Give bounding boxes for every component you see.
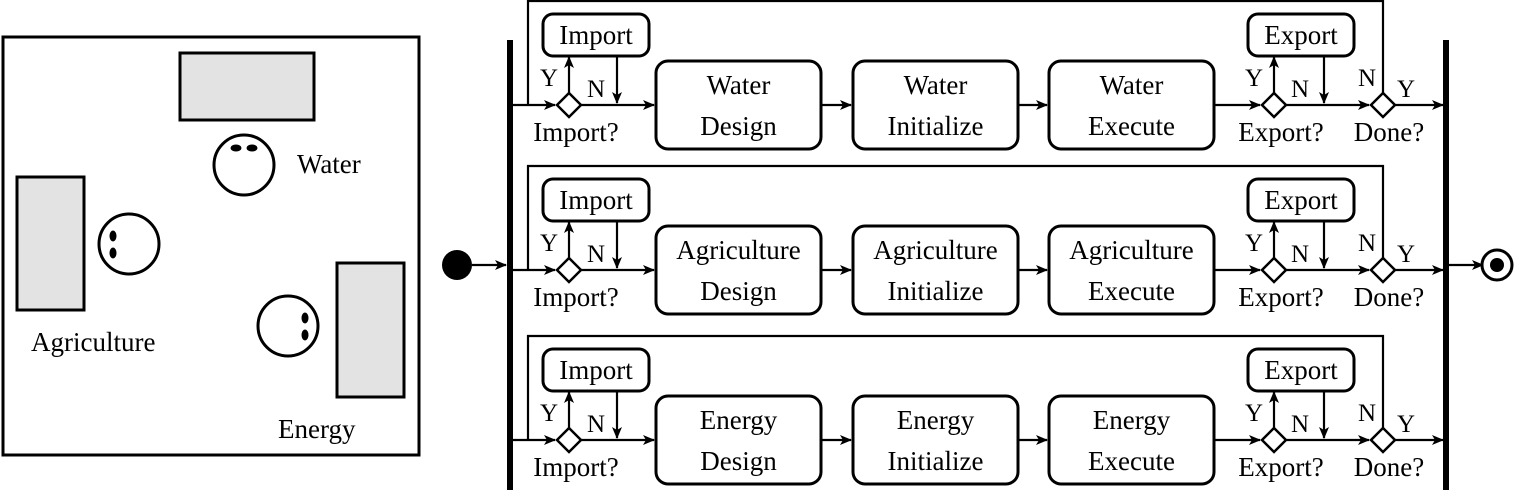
export-action-box <box>1246 347 1356 393</box>
initialize-step-label-line2: Initialize <box>888 276 984 306</box>
import-decision-diamond <box>555 91 583 119</box>
import-yes-label: Y <box>540 65 558 92</box>
design-step-label-line1: Agriculture <box>676 235 800 265</box>
loop-back-edge <box>526 334 1385 440</box>
export-action-label: Export <box>1264 355 1338 385</box>
initialize-step-label-line1: Energy <box>897 405 975 435</box>
design-step-label-line1: Energy <box>700 405 778 435</box>
water-label: Water <box>297 149 361 179</box>
done-no-label: N <box>1358 65 1376 92</box>
import-action-box <box>541 347 651 393</box>
agriculture-seat <box>97 212 161 276</box>
export-question-label: Export? <box>1238 117 1323 147</box>
design-step-label-line2: Design <box>700 446 777 476</box>
export-yes-label: Y <box>1245 400 1263 427</box>
execute-step-label-line1: Agriculture <box>1069 235 1193 265</box>
import-action-box <box>541 177 651 223</box>
execute-step-label-line2: Execute <box>1088 276 1175 306</box>
done-yes-label: Y <box>1397 241 1415 268</box>
export-no-label: N <box>1291 411 1309 438</box>
export-no-label: N <box>1291 76 1309 103</box>
done-yes-label: Y <box>1397 76 1415 103</box>
done-no-label: N <box>1358 230 1376 257</box>
import-no-label: N <box>587 76 605 103</box>
done-question-label: Done? <box>1354 452 1424 482</box>
export-yes-label: Y <box>1245 230 1263 257</box>
done-no-label: N <box>1358 400 1376 427</box>
agriculture-label: Agriculture <box>31 327 155 357</box>
initialize-step-label-line2: Initialize <box>888 111 984 141</box>
execute-step-label-line2: Execute <box>1088 446 1175 476</box>
room-layout: Water Agriculture Energy <box>1 35 421 457</box>
design-step-label-line1: Water <box>707 70 771 100</box>
design-step-label-line2: Design <box>700 276 777 306</box>
done-decision-diamond <box>1369 91 1397 119</box>
done-yes-label: Y <box>1397 411 1415 438</box>
water-table <box>178 51 316 122</box>
import-question-label: Import? <box>533 452 618 482</box>
energy-label: Energy <box>278 414 356 444</box>
export-action-label: Export <box>1264 20 1338 50</box>
design-step-label-line2: Design <box>700 111 777 141</box>
import-action-label: Import <box>559 355 633 385</box>
initialize-step-label-line1: Agriculture <box>873 235 997 265</box>
loop-back-edge <box>526 0 1385 105</box>
import-action-label: Import <box>559 185 633 215</box>
import-decision-diamond <box>555 256 583 284</box>
export-no-label: N <box>1291 241 1309 268</box>
start-node <box>442 250 472 280</box>
done-decision-diamond <box>1369 426 1397 454</box>
done-decision-diamond <box>1369 256 1397 284</box>
import-no-label: N <box>587 241 605 268</box>
end-node <box>1480 248 1514 282</box>
export-question-label: Export? <box>1238 282 1323 312</box>
export-decision-diamond <box>1260 91 1288 119</box>
import-no-label: N <box>587 411 605 438</box>
export-action-box <box>1246 12 1356 58</box>
water-seat <box>212 133 276 197</box>
done-question-label: Done? <box>1354 117 1424 147</box>
import-question-label: Import? <box>533 282 618 312</box>
export-action-label: Export <box>1264 185 1338 215</box>
import-yes-label: Y <box>540 400 558 427</box>
import-question-label: Import? <box>533 117 618 147</box>
agriculture-table <box>15 175 86 312</box>
export-action-box <box>1246 177 1356 223</box>
import-yes-label: Y <box>540 230 558 257</box>
initialize-step-label-line2: Initialize <box>888 446 984 476</box>
execute-step-label-line2: Execute <box>1088 111 1175 141</box>
execute-step-label-line1: Water <box>1100 70 1164 100</box>
export-question-label: Export? <box>1238 452 1323 482</box>
import-action-label: Import <box>559 20 633 50</box>
energy-table <box>335 261 406 399</box>
execute-step-label-line1: Energy <box>1093 405 1171 435</box>
export-decision-diamond <box>1260 426 1288 454</box>
energy-seat <box>256 294 320 358</box>
export-yes-label: Y <box>1245 65 1263 92</box>
import-action-box <box>541 12 651 58</box>
done-question-label: Done? <box>1354 282 1424 312</box>
export-decision-diamond <box>1260 256 1288 284</box>
initialize-step-label-line1: Water <box>904 70 968 100</box>
import-decision-diamond <box>555 426 583 454</box>
loop-back-edge <box>526 164 1385 270</box>
